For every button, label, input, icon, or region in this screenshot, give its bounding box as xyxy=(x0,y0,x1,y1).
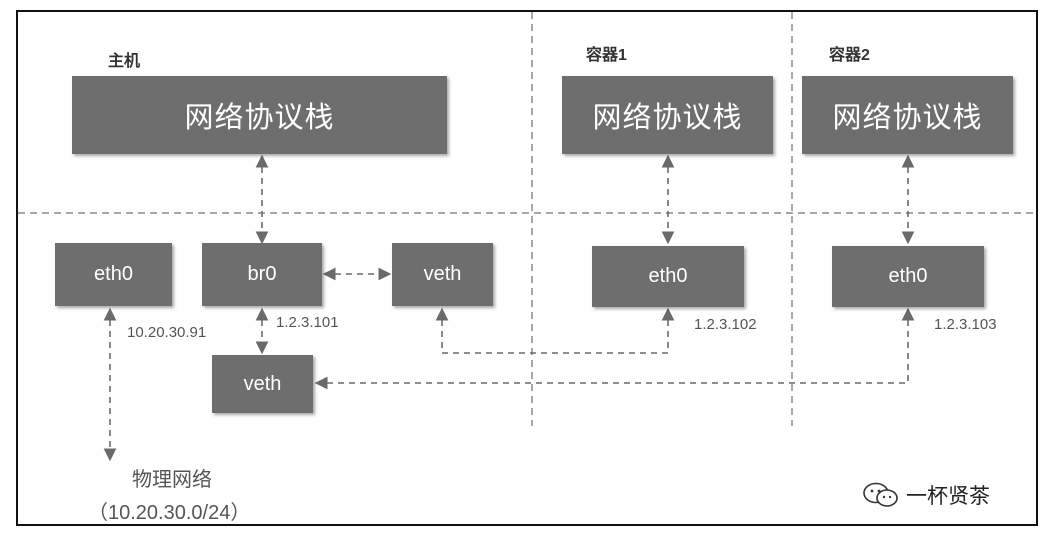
watermark-text: 一杯贤茶 xyxy=(906,484,990,508)
container2-title: 容器2 xyxy=(829,47,870,64)
veth-top: veth xyxy=(392,243,493,306)
container2-network-stack: 网络协议栈 xyxy=(802,76,1013,154)
container1-network-stack: 网络协议栈 xyxy=(562,76,773,154)
host-eth0: eth0 xyxy=(55,243,172,306)
br0-ip: 1.2.3.101 xyxy=(276,314,339,331)
wechat-icon xyxy=(863,482,898,507)
container1-eth0: eth0 xyxy=(592,246,744,307)
physical-network-label: 物理网络 xyxy=(132,469,212,491)
diagram-frame xyxy=(16,10,1038,526)
host-network-stack: 网络协议栈 xyxy=(72,76,447,154)
link-veth-c1-eth0 xyxy=(435,307,675,354)
bridge-br0: br0 xyxy=(202,243,322,306)
watermark: 一杯贤茶 xyxy=(862,480,990,510)
host-eth0-ip: 10.20.30.91 xyxy=(127,324,207,341)
container1-title: 容器1 xyxy=(586,47,627,64)
link-veth-c2-eth0 xyxy=(314,307,915,390)
container2-ip: 1.2.3.103 xyxy=(934,316,997,333)
host-title: 主机 xyxy=(108,53,141,70)
veth-bottom: veth xyxy=(212,355,313,413)
container1-ip: 1.2.3.102 xyxy=(694,316,757,333)
physical-network-cidr: （10.20.30.0/24） xyxy=(88,502,251,524)
container2-eth0: eth0 xyxy=(832,246,984,307)
